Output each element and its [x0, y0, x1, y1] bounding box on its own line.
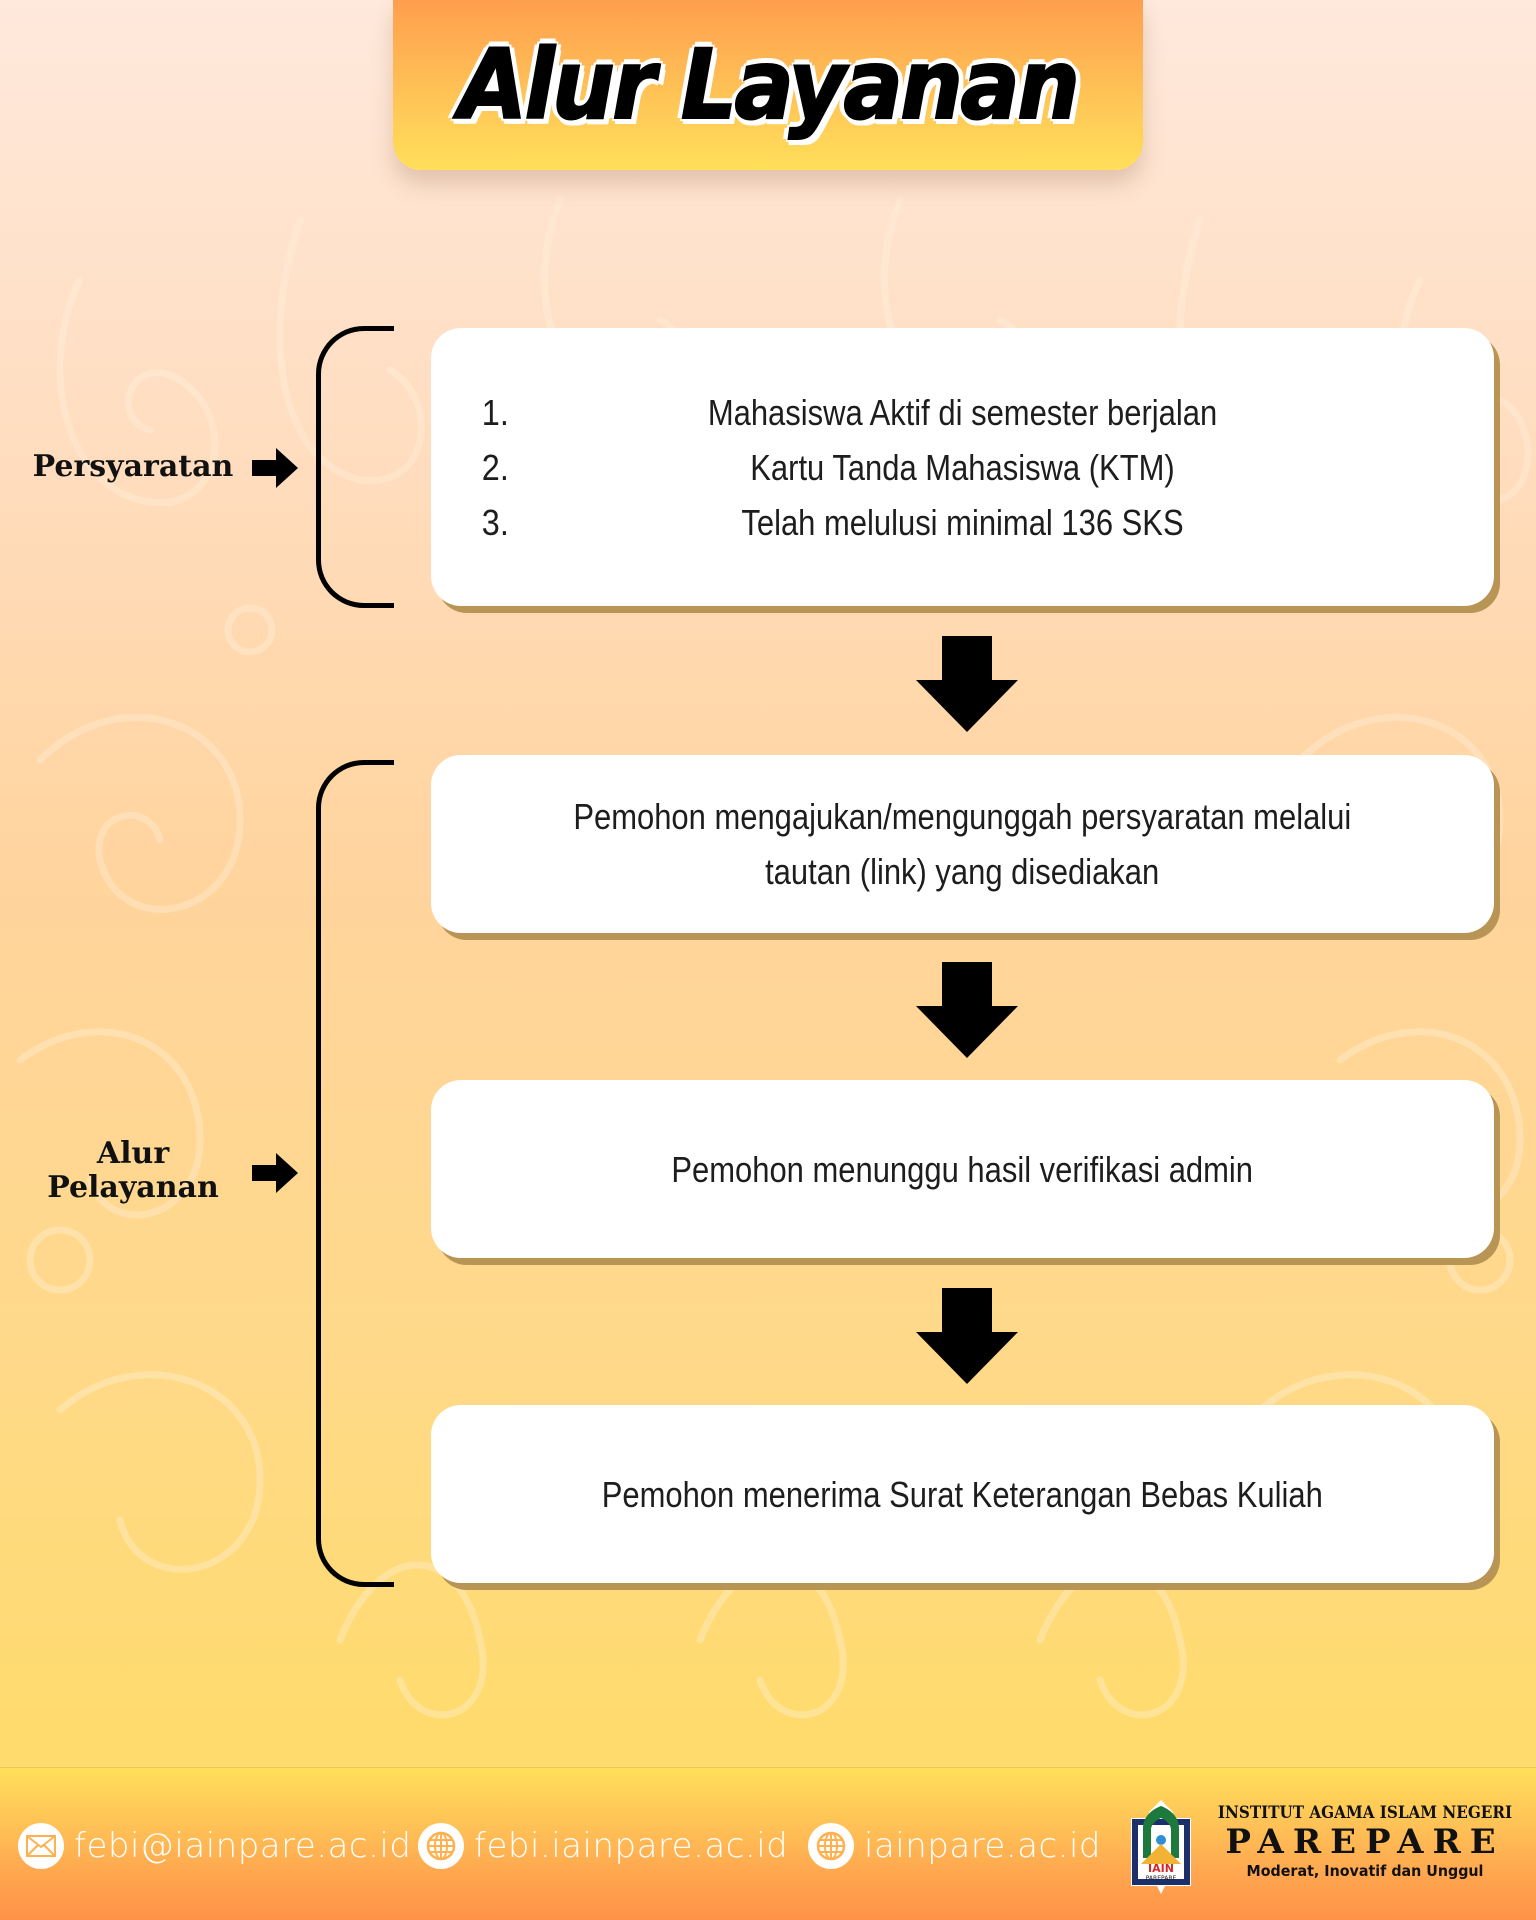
institution-city: PAREPARE — [1225, 1822, 1505, 1862]
institution-tagline: Moderat, Inovatif dan Unggul — [1246, 1862, 1484, 1880]
step-card-1: Pemohon mengajukan/mengunggah persyarata… — [431, 755, 1494, 933]
footer: febi@iainpare.ac.id febi.iainpare.ac.id … — [0, 1767, 1536, 1920]
email-text: febi@iainpare.ac.id — [74, 1826, 412, 1866]
step-card-2: Pemohon menunggu hasil verifikasi admin — [431, 1080, 1494, 1258]
globe-icon — [808, 1823, 854, 1869]
flow-label: Alur Pelayanan — [28, 1137, 238, 1205]
requirement-number: 2. — [481, 446, 509, 488]
step-3-text: Pemohon menerima Surat Keterangan Bebas … — [601, 1473, 1324, 1515]
step-2-text: Pemohon menunggu hasil verifikasi admin — [671, 1148, 1254, 1190]
requirement-number: 1. — [481, 391, 509, 433]
logo-parepare-text: PAREPARE — [1146, 1875, 1177, 1882]
step-card-3: Pemohon menerima Surat Keterangan Bebas … — [431, 1405, 1494, 1583]
institution-name-line: INSTITUT AGAMA ISLAM NEGERI — [1217, 1803, 1513, 1822]
requirements-list: 1. Mahasiswa Aktif di semester berjalan … — [431, 385, 1494, 550]
requirement-item: 3. Telah melulusi minimal 136 SKS — [471, 495, 1454, 550]
contact-website-iain[interactable]: iainpare.ac.id — [808, 1823, 1101, 1869]
requirement-text: Mahasiswa Aktif di semester berjalan — [707, 391, 1218, 433]
down-arrow-icon — [916, 962, 1018, 1058]
right-arrow-icon — [252, 448, 298, 488]
flow-label-line2: Pelayanan — [47, 1170, 219, 1205]
institution-block: INSTITUT AGAMA ISLAM NEGERI PAREPARE Mod… — [1205, 1803, 1525, 1880]
requirements-card: 1. Mahasiswa Aktif di semester berjalan … — [431, 328, 1494, 606]
website-text: febi.iainpare.ac.id — [474, 1826, 789, 1866]
requirement-number: 3. — [481, 501, 509, 543]
requirements-label-text: Persyaratan — [32, 449, 234, 484]
requirement-text: Telah melulusi minimal 136 SKS — [741, 501, 1184, 543]
requirements-bracket — [316, 326, 394, 608]
contact-email[interactable]: febi@iainpare.ac.id — [18, 1823, 411, 1869]
right-arrow-icon — [252, 1153, 298, 1193]
requirement-item: 1. Mahasiswa Aktif di semester berjalan — [471, 385, 1454, 440]
step-1-line1: Pemohon mengajukan/mengunggah persyarata… — [573, 796, 1352, 837]
title-banner: Alur Layanan — [393, 0, 1143, 170]
flow-label-line1: Alur — [96, 1136, 170, 1171]
website-text: iainpare.ac.id — [864, 1826, 1102, 1866]
contact-website-febi[interactable]: febi.iainpare.ac.id — [418, 1823, 788, 1869]
iain-parepare-logo: IAIN PAREPARE — [1131, 1800, 1191, 1894]
requirement-text: Kartu Tanda Mahasiswa (KTM) — [750, 446, 1175, 488]
globe-icon — [418, 1823, 464, 1869]
requirements-label: Persyaratan — [28, 450, 238, 484]
mail-icon — [18, 1823, 64, 1869]
page-title: Alur Layanan — [458, 28, 1081, 142]
step-1-line2: tautan (link) yang disediakan — [765, 851, 1160, 892]
flow-bracket — [316, 760, 394, 1587]
logo-iain-text: IAIN — [1148, 1862, 1174, 1875]
down-arrow-icon — [916, 1288, 1018, 1384]
requirement-item: 2. Kartu Tanda Mahasiswa (KTM) — [471, 440, 1454, 495]
down-arrow-icon — [916, 636, 1018, 732]
